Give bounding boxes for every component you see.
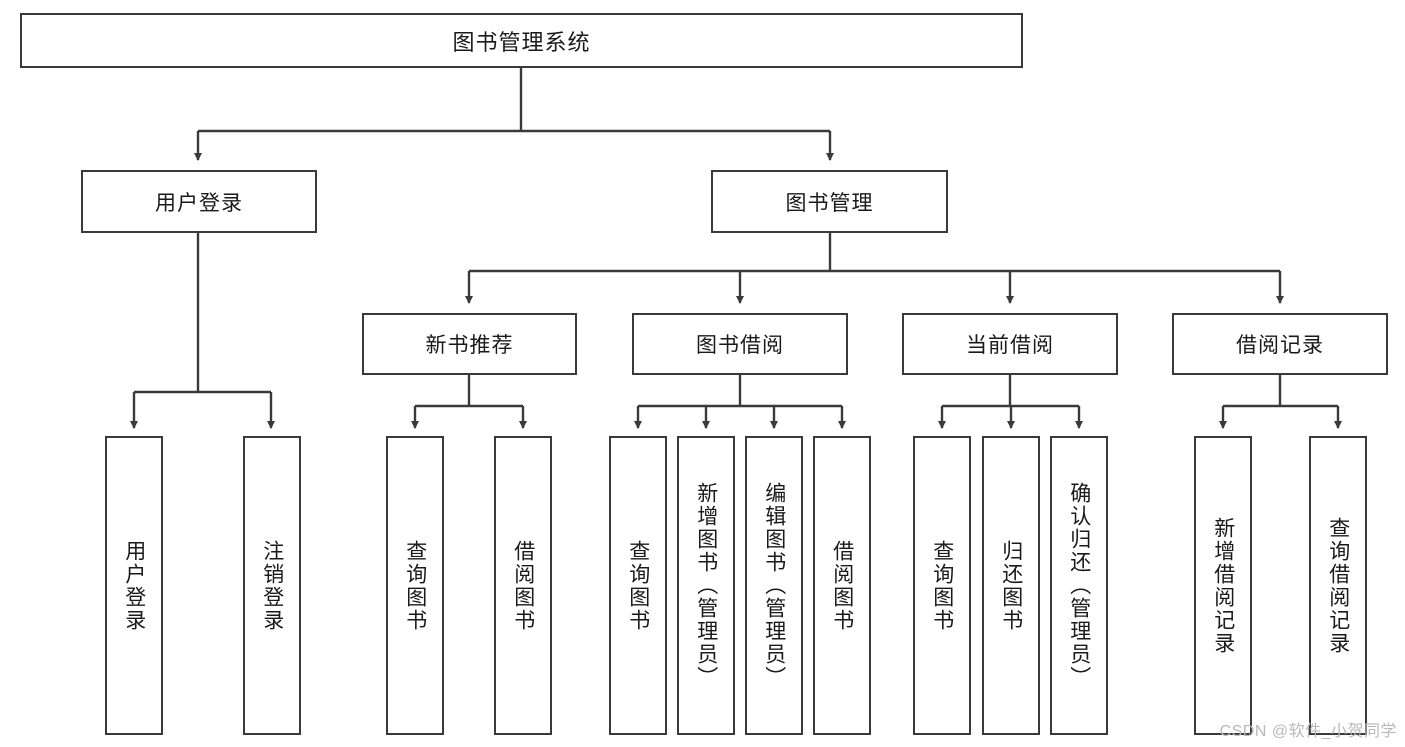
node-user-login[interactable]: 用户登录 (81, 170, 317, 233)
leaf-query-record[interactable]: 查询借阅记录 (1309, 436, 1367, 735)
csdn-watermark: CSDN @软件_小贺同学 (1219, 723, 1397, 740)
node-label: 编辑图书（管理员） (762, 482, 786, 689)
leaf-query-book-1[interactable]: 查询图书 (386, 436, 444, 735)
node-borrow-record[interactable]: 借阅记录 (1172, 313, 1388, 375)
leaf-query-book-3[interactable]: 查询图书 (913, 436, 971, 735)
leaf-query-book-2[interactable]: 查询图书 (609, 436, 667, 735)
node-label: 新增借阅记录 (1211, 516, 1235, 655)
node-label: 图书管理 (785, 191, 874, 215)
node-label: 查询图书 (930, 539, 954, 632)
node-label: 用户登录 (122, 539, 146, 632)
leaf-return-book[interactable]: 归还图书 (982, 436, 1040, 735)
leaf-confirm-return[interactable]: 确认归还（管理员） (1050, 436, 1108, 735)
node-label: 借阅图书 (511, 539, 535, 632)
node-label: 查询图书 (626, 539, 650, 632)
node-label: 借阅图书 (830, 539, 854, 632)
node-label: 归还图书 (999, 539, 1023, 632)
leaf-user-login[interactable]: 用户登录 (105, 436, 163, 735)
node-label: 借阅记录 (1236, 334, 1324, 357)
leaf-logout[interactable]: 注销登录 (243, 436, 301, 735)
node-label: 图书借阅 (696, 334, 784, 357)
leaf-add-book[interactable]: 新增图书（管理员） (677, 436, 735, 735)
node-label: 图书管理系统 (452, 29, 591, 55)
node-label: 新书推荐 (425, 334, 514, 357)
node-label: 确认归还（管理员） (1067, 482, 1091, 689)
leaf-borrow-book-1[interactable]: 借阅图书 (494, 436, 552, 735)
node-book-borrow[interactable]: 图书借阅 (632, 313, 848, 375)
leaf-borrow-book-2[interactable]: 借阅图书 (813, 436, 871, 735)
leaf-edit-book[interactable]: 编辑图书（管理员） (745, 436, 803, 735)
leaf-add-record[interactable]: 新增借阅记录 (1194, 436, 1252, 735)
node-current-borrow[interactable]: 当前借阅 (902, 313, 1118, 375)
node-label: 注销登录 (260, 539, 284, 632)
node-label: 当前借阅 (966, 334, 1054, 357)
node-label: 用户登录 (155, 191, 243, 215)
node-label: 查询图书 (403, 539, 427, 632)
node-label: 查询借阅记录 (1326, 516, 1350, 655)
node-label: 新增图书（管理员） (694, 482, 718, 689)
node-book-manage[interactable]: 图书管理 (711, 170, 948, 233)
node-root-system[interactable]: 图书管理系统 (20, 13, 1023, 68)
node-new-book-rec[interactable]: 新书推荐 (362, 313, 577, 375)
